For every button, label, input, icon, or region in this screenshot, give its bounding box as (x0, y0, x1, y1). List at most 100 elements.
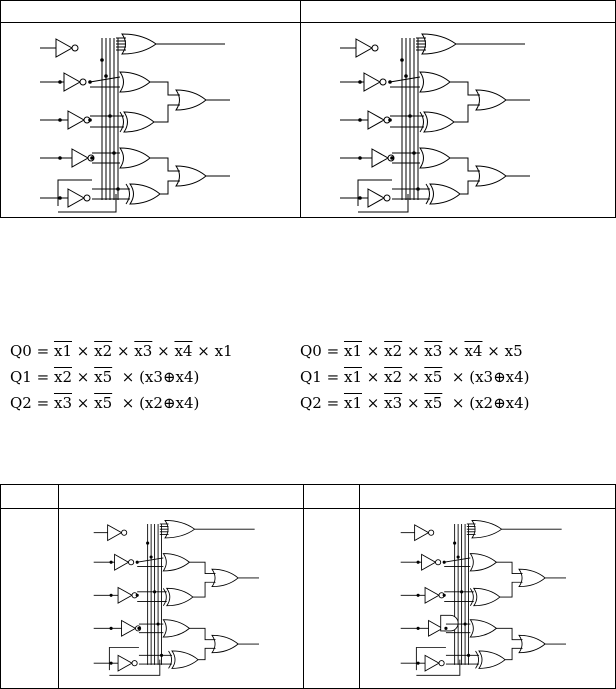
not-gate (363, 72, 382, 92)
junction-dot (416, 593, 420, 597)
xor-back-curve (469, 588, 474, 606)
variable: x2 (94, 342, 113, 360)
or-gate (472, 587, 501, 607)
junction-dot (100, 58, 104, 62)
times-sign: × (121, 394, 135, 412)
junction-dot (135, 593, 139, 597)
or-gate (475, 89, 507, 111)
output-label: Q0 (10, 342, 32, 360)
not-bubble (83, 194, 91, 202)
equals-sign: = (36, 394, 50, 412)
or-gate (478, 650, 506, 669)
xor-back-curve (475, 650, 479, 669)
junction-dot (58, 196, 62, 200)
not-gate (117, 586, 133, 604)
equals-sign: = (36, 368, 50, 386)
not-bubble (131, 660, 138, 667)
xor-term: (x3⊕x4) (139, 368, 200, 386)
wire (496, 627, 523, 641)
circuit-diagram-top-right (340, 33, 530, 213)
or-gate (211, 634, 239, 654)
junction-dot (112, 151, 116, 155)
variable: x5 (504, 342, 523, 360)
junction-dot (90, 156, 94, 160)
table-column-divider (303, 485, 304, 688)
junction-dot (404, 74, 408, 78)
wire (454, 104, 480, 123)
wire (505, 647, 523, 661)
variable: x1 (214, 342, 233, 360)
xor-term: (x2⊕x4) (469, 394, 530, 412)
xor-term: (x3⊕x4) (469, 368, 530, 386)
equals-sign: = (326, 394, 340, 412)
wire (496, 561, 523, 574)
wire (389, 76, 421, 83)
not-gate (421, 553, 437, 571)
junction-dot (388, 118, 392, 122)
not-bubble (121, 529, 128, 536)
wire (137, 557, 164, 563)
junction-dot (159, 653, 164, 657)
circuit-diagram-top-left (40, 33, 230, 213)
or-gate (518, 634, 546, 654)
times-sign: × (76, 342, 90, 360)
equation-q1: Q1 = x2 × x5 × (x3⊕x4) (10, 368, 199, 386)
and-gate (440, 614, 459, 632)
not-gate (63, 72, 82, 92)
not-gate (117, 654, 133, 672)
or-gate (119, 147, 151, 169)
times-sign: × (76, 368, 90, 386)
or-gate (119, 71, 151, 93)
junction-dot (146, 541, 150, 545)
junction-dot (58, 80, 62, 84)
junction-dot (135, 560, 139, 564)
junction-dot (444, 626, 448, 630)
not-bubble (79, 78, 87, 86)
or-gate (175, 89, 207, 111)
not-gate (121, 619, 137, 637)
variable: x3 (384, 394, 403, 412)
not-bubble (435, 559, 442, 566)
junction-dot (358, 118, 362, 122)
table-header-divider (1, 22, 615, 23)
circuit-diagram-bottom-left (93, 520, 260, 676)
not-bubble (383, 194, 391, 202)
or-gate (162, 553, 191, 572)
junction-dot (408, 114, 412, 118)
junction-dot (463, 622, 467, 626)
junction-dot (358, 156, 362, 160)
or-gate (475, 165, 507, 187)
variable: x2 (384, 342, 403, 360)
wire (198, 647, 216, 661)
times-sign: × (366, 394, 380, 412)
not-gate (107, 524, 123, 542)
circuit-group (93, 520, 260, 676)
times-sign: × (451, 368, 465, 386)
or-gate (171, 650, 199, 669)
wire (450, 157, 480, 172)
equals-sign: = (326, 368, 340, 386)
wire (460, 180, 480, 195)
or-gate (162, 619, 191, 638)
junction-dot (153, 590, 157, 594)
junction-dot (358, 196, 362, 200)
junction-dot (390, 156, 394, 160)
wire (89, 76, 121, 83)
times-sign: × (197, 342, 210, 360)
table-column-divider (359, 485, 360, 688)
not-gate (367, 110, 386, 130)
or-gate (165, 587, 194, 607)
not-gate (414, 524, 430, 542)
times-sign: × (447, 342, 460, 360)
or-gate (471, 520, 503, 539)
junction-dot (388, 80, 392, 84)
times-sign: × (406, 394, 420, 412)
times-sign: × (366, 368, 380, 386)
or-gate (419, 71, 451, 93)
variable: x3 (134, 342, 153, 360)
not-gate (367, 188, 386, 208)
wire (189, 561, 216, 574)
times-sign: × (406, 342, 420, 360)
variable: x4 (174, 342, 193, 360)
or-gate (211, 568, 239, 588)
